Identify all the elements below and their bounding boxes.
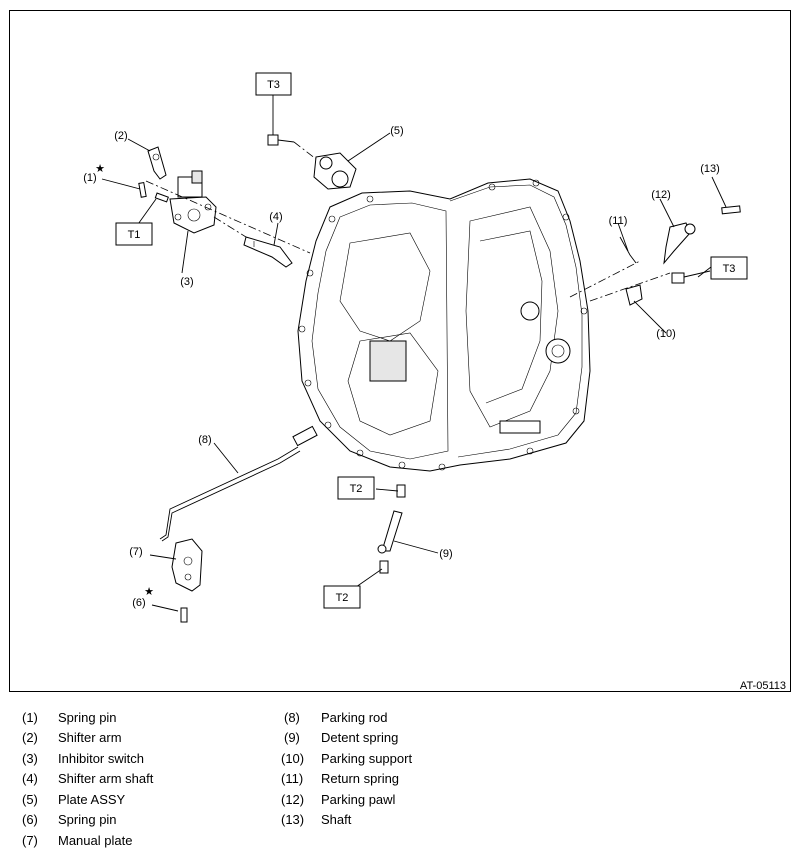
legend-number: (4)	[22, 771, 38, 786]
legend-number: (10)	[281, 751, 305, 766]
torque-box-t3-right: T3	[710, 256, 748, 280]
parking-rod	[159, 425, 318, 542]
legend-name: Shifter arm	[58, 730, 122, 745]
manual-plate	[171, 538, 203, 592]
svg-text:T1: T1	[128, 229, 141, 241]
callout-9: (9)	[439, 548, 452, 560]
callout-7: (7)	[129, 546, 142, 558]
legend-number: (2)	[22, 730, 38, 745]
spring-pin-lower	[180, 607, 188, 623]
t3-top-bolt	[267, 134, 295, 146]
callout-12: (12)	[651, 189, 671, 201]
legend-name: Parking support	[321, 751, 413, 766]
transmission-case	[297, 178, 591, 472]
callout-1: (1)	[83, 172, 96, 184]
legend-number: (1)	[22, 710, 38, 725]
legend-name: Spring pin	[58, 812, 117, 827]
legend-name: Manual plate	[58, 833, 133, 848]
legend-number: (3)	[22, 751, 38, 766]
shaft	[721, 205, 741, 215]
star-symbol-lower: ★	[144, 586, 154, 598]
callout-3: (3)	[180, 276, 193, 288]
legend-number: (13)	[281, 812, 305, 827]
parking-support	[589, 272, 671, 306]
diagram-frame: T3 T1 T3 T2 T2 ★ ★ (1) (2) (3) (4) (5) (…	[9, 10, 791, 692]
legend-number: (7)	[22, 833, 38, 848]
shifter-arm-shaft	[243, 236, 293, 268]
legend-number: (11)	[281, 771, 304, 786]
exploded-view-diagram: T3 T1 T3 T2 T2 ★ ★ (1) (2) (3) (4) (5) (…	[83, 72, 786, 692]
legend-number: (6)	[22, 812, 38, 827]
svg-text:T3: T3	[267, 79, 280, 91]
legend-number: (8)	[284, 710, 300, 725]
svg-text:T2: T2	[336, 592, 349, 604]
legend-name: Detent spring	[321, 730, 399, 745]
t3-right-bolt	[671, 270, 711, 284]
callout-4: (4)	[269, 211, 282, 223]
svg-text:T3: T3	[723, 263, 736, 275]
legend-number: (9)	[284, 730, 300, 745]
legend-name: Return spring	[321, 771, 400, 786]
star-symbol-upper: ★	[95, 163, 105, 175]
leader-lines	[101, 95, 727, 612]
callout-5: (5)	[390, 125, 403, 137]
assembly-lines	[145, 141, 317, 254]
callout-10: (10)	[656, 328, 676, 340]
torque-box-t1: T1	[115, 222, 153, 246]
t1-bolt	[154, 192, 169, 203]
return-spring	[569, 236, 641, 298]
legend-name: Shaft	[321, 812, 352, 827]
callout-2: (2)	[114, 130, 127, 142]
legend-number: (12)	[281, 792, 305, 807]
legend-name: Spring pin	[58, 710, 117, 725]
torque-box-t3-top: T3	[255, 72, 292, 96]
legend-name: Plate ASSY	[58, 792, 126, 807]
callout-8: (8)	[198, 434, 211, 446]
figure-id: AT-05113	[740, 680, 786, 692]
legend-number: (5)	[22, 792, 38, 807]
callout-6: (6)	[132, 597, 145, 609]
parking-pawl	[663, 222, 696, 265]
callout-13: (13)	[700, 163, 720, 175]
inhibitor-switch	[169, 170, 217, 234]
legend-name: Parking pawl	[321, 792, 396, 807]
parts-legend: (1) Spring pin (2) Shifter arm (3) Inhibito…	[0, 700, 800, 858]
plate-assy	[313, 152, 357, 190]
callout-11: (11)	[609, 215, 628, 227]
shifter-arm	[147, 146, 167, 180]
legend-name: Inhibitor switch	[58, 751, 144, 766]
torque-box-t2-lower: T2	[323, 585, 361, 609]
spring-pin-upper	[138, 182, 147, 198]
legend-name: Parking rod	[321, 710, 388, 725]
svg-text:T2: T2	[350, 483, 363, 495]
detent-spring	[377, 510, 403, 554]
legend-name: Shifter arm shaft	[58, 771, 154, 786]
torque-box-t2-upper: T2	[337, 476, 375, 500]
